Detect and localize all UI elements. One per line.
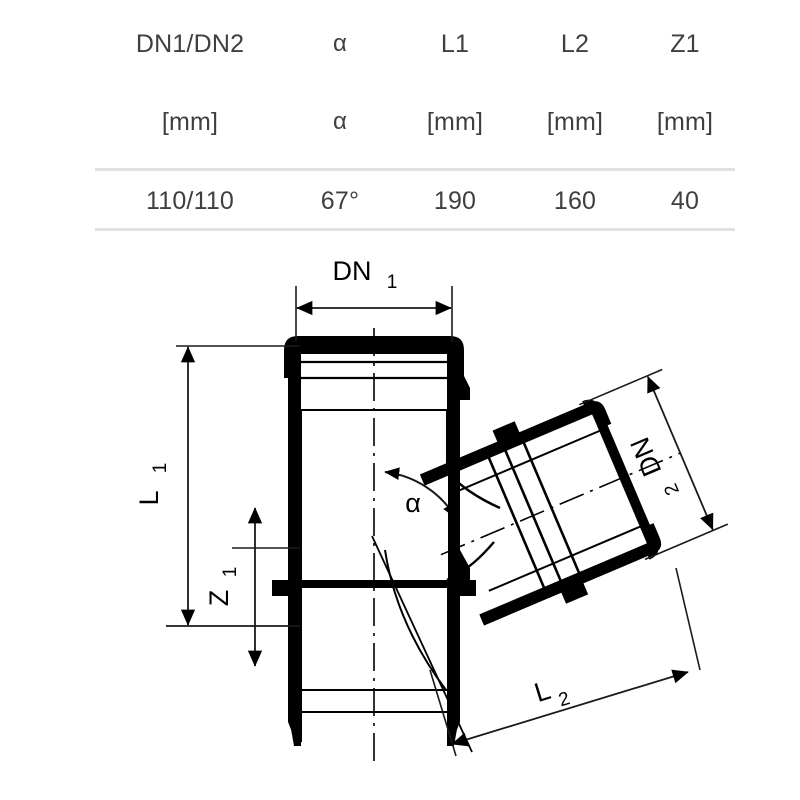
main-pipe-bottom-left-taper xyxy=(288,712,301,746)
unit-l2: [mm] xyxy=(546,107,604,136)
value-l2: 160 xyxy=(553,186,597,215)
dn2-label-subscript: 2 xyxy=(660,480,683,498)
dn2-ext-bottom xyxy=(644,523,729,561)
branch-lug-top xyxy=(492,421,521,446)
l2-label: L xyxy=(531,675,554,708)
unit-alpha: α xyxy=(332,108,348,135)
alpha-arc xyxy=(384,467,457,519)
branch-pipe xyxy=(419,399,681,626)
branch-wall-top xyxy=(419,401,596,486)
alpha-label: α xyxy=(405,488,421,518)
branch-center-line xyxy=(440,452,681,556)
technical-drawing: DN 1 L 1 Z 1 α DN 2 L 2 xyxy=(0,250,800,800)
z1-label: Z xyxy=(204,590,234,607)
main-pipe-right-lug xyxy=(447,580,476,596)
table-row: 110/110 67° 190 160 40 xyxy=(95,178,735,224)
value-z1: 40 xyxy=(670,186,700,215)
main-pipe-left-wall xyxy=(288,350,301,722)
header-dn1-dn2: DN1/DN2 xyxy=(135,29,245,58)
table-header-row-1: DN1/DN2 α L1 L2 Z1 xyxy=(95,20,735,68)
table-header-row-2: [mm] α [mm] [mm] [mm] xyxy=(95,98,735,146)
dimension-dn1: DN 1 xyxy=(295,256,453,342)
dn2-ext-top xyxy=(579,368,663,406)
dimension-z1: Z 1 xyxy=(166,507,300,667)
value-alpha: 67° xyxy=(320,186,360,215)
l2-dimension-line xyxy=(451,669,689,747)
value-l1: 190 xyxy=(433,186,477,215)
specification-table: DN1/DN2 α L1 L2 Z1 [mm] α [mm] [mm] [mm]… xyxy=(0,0,800,250)
l1-label-subscript: 1 xyxy=(150,463,171,474)
unit-l1: [mm] xyxy=(426,107,484,136)
branch-bore-line-bottom xyxy=(488,525,643,592)
dimension-l1: L 1 xyxy=(134,345,300,627)
branch-intersection-curve xyxy=(384,549,447,691)
branch-groove-1 xyxy=(484,450,549,595)
branch-lug-bottom xyxy=(559,579,589,604)
header-z1: Z1 xyxy=(670,29,700,58)
unit-dn1-dn2: [mm] xyxy=(161,107,219,136)
dimension-alpha: α xyxy=(384,467,457,519)
header-l1: L1 xyxy=(440,29,470,58)
value-dn1-dn2: 110/110 xyxy=(145,186,235,215)
dn1-label: DN xyxy=(333,256,372,286)
l2-ext-end xyxy=(675,567,701,671)
junction-fillet-lower xyxy=(446,541,495,582)
l2-label-subscript: 2 xyxy=(556,688,572,711)
main-pipe-right-wall-upper xyxy=(447,350,460,470)
z1-label-subscript: 1 xyxy=(220,567,241,578)
branch-bore-line-top xyxy=(447,429,602,497)
main-pipe-left-lug xyxy=(272,580,301,596)
table-divider-top xyxy=(95,168,735,171)
unit-z1: [mm] xyxy=(656,107,714,136)
main-pipe-bottom-right-taper xyxy=(447,712,460,746)
main-pipe-outline xyxy=(288,338,470,742)
table-divider-bottom xyxy=(95,228,735,231)
header-l2: L2 xyxy=(560,29,590,58)
dn2-dimension-line xyxy=(647,375,714,531)
socket-collar xyxy=(284,336,464,378)
header-alpha: α xyxy=(332,30,348,57)
dn1-label-subscript: 1 xyxy=(387,272,398,293)
branch-wall-bottom xyxy=(479,541,656,626)
l1-label: L xyxy=(134,490,164,505)
